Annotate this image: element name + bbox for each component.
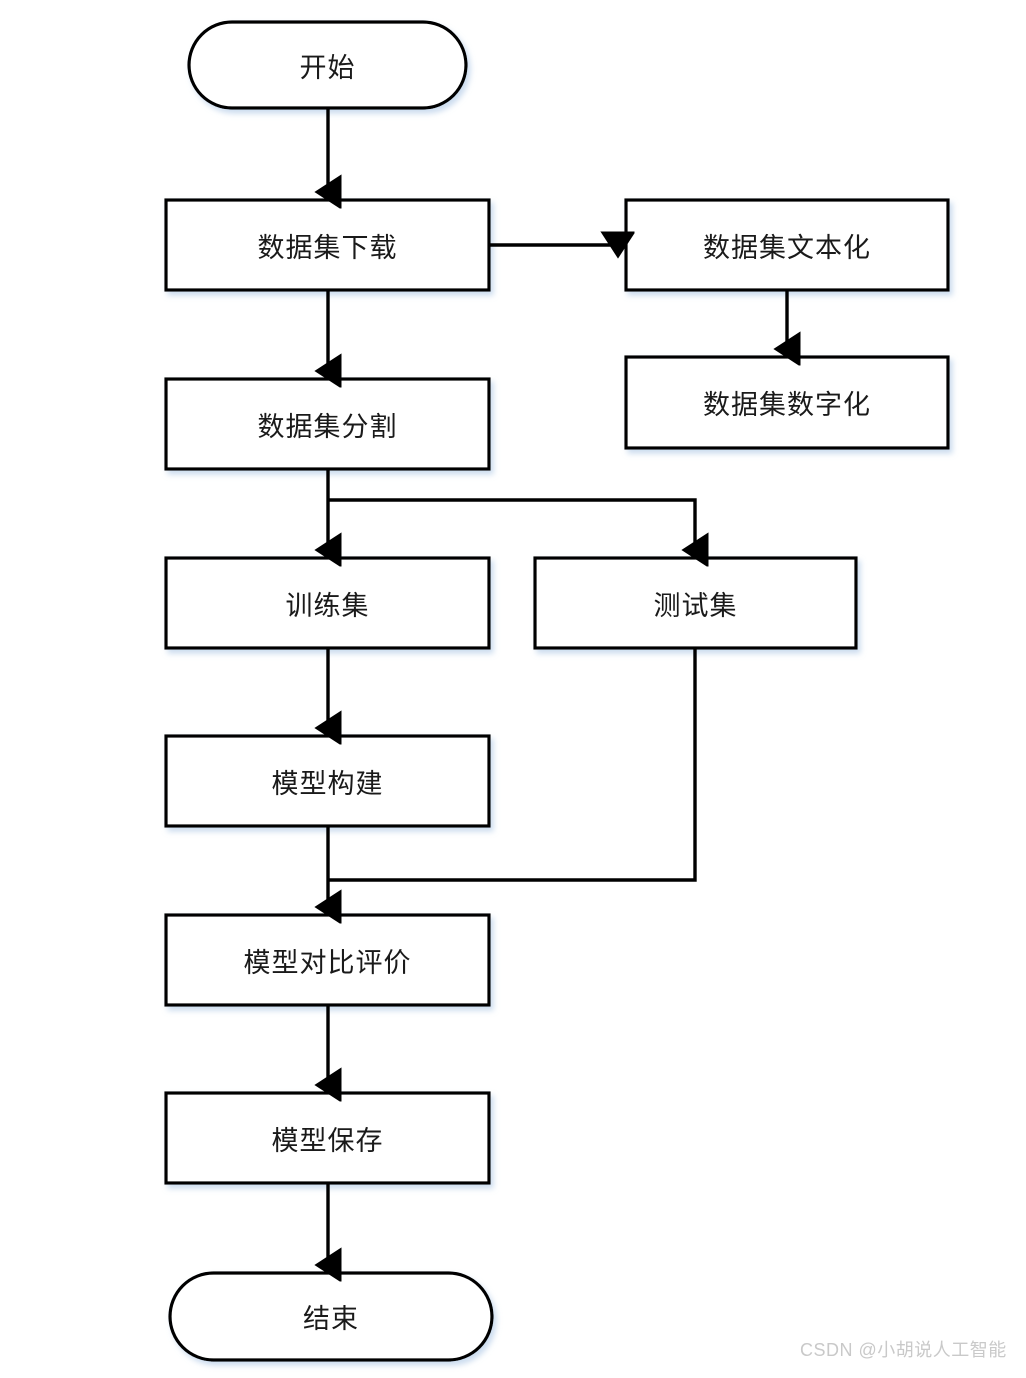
node-shape-download[interactable]: [164, 198, 491, 292]
node-shape-textualize[interactable]: [624, 198, 950, 292]
csdn-watermark: CSDN @小胡说人工智能: [800, 1340, 1007, 1360]
node-shape-end[interactable]: [168, 1271, 494, 1362]
node-shape-start[interactable]: [187, 20, 468, 110]
node-shape-save[interactable]: [164, 1091, 491, 1185]
node-shape-trainset[interactable]: [164, 556, 491, 650]
edge-split-to-testset: [328, 498, 695, 550]
node-shape-evaluate[interactable]: [164, 913, 491, 1007]
node-shape-split[interactable]: [164, 377, 491, 471]
node-shape-build[interactable]: [164, 734, 491, 828]
node-shape-testset[interactable]: [533, 556, 858, 650]
edge-testset-to-evaluate: [328, 648, 697, 882]
node-shape-digitize[interactable]: [624, 355, 950, 450]
